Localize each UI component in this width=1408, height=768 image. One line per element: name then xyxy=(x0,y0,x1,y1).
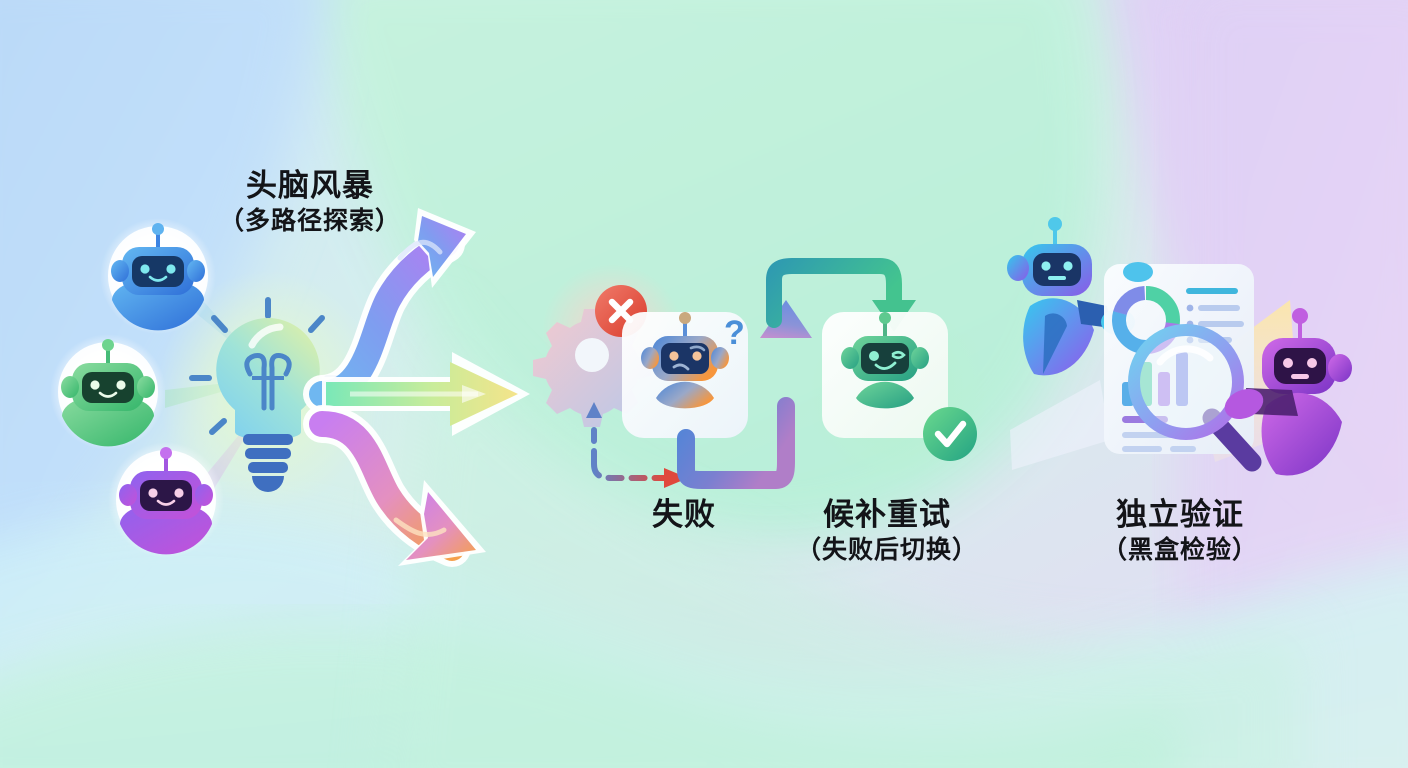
label-retry-title: 候补重试 xyxy=(823,497,951,532)
check-badge xyxy=(923,407,977,461)
label-retry: 候补重试 （失败后切换） xyxy=(792,497,982,566)
stage-validation xyxy=(1007,217,1352,476)
retry-card xyxy=(822,312,977,461)
bulb-base xyxy=(243,434,293,492)
label-brainstorm-title: 头脑风暴 xyxy=(246,168,374,203)
label-failure: 失败 xyxy=(620,497,748,534)
label-brainstorm-sub: （多路径探索） xyxy=(218,206,401,235)
label-failure-title: 失败 xyxy=(652,497,716,532)
stage-brainstorm xyxy=(50,208,530,567)
robot-avatar-blue xyxy=(100,218,216,334)
arrow-path-straight xyxy=(322,352,530,436)
arrow-path-down xyxy=(303,405,486,567)
robot-avatar-green xyxy=(50,334,166,450)
label-validation-sub: （黑盒检验） xyxy=(1101,535,1258,564)
failure-to-retry-connector xyxy=(677,397,795,489)
dashed-retry-hint xyxy=(586,402,688,488)
stage-retry xyxy=(760,258,990,484)
robot-winking xyxy=(841,312,929,409)
label-validation-title: 独立验证 xyxy=(1116,497,1244,532)
stage-failure: ? xyxy=(533,264,795,489)
magnifier-icon xyxy=(1128,324,1262,472)
robot-avatar-purple xyxy=(108,442,224,558)
robot-confused xyxy=(641,312,729,409)
failure-card: ? xyxy=(622,312,748,438)
question-mark-icon: ? xyxy=(724,314,745,352)
label-retry-sub: （失败后切换） xyxy=(795,535,978,564)
lightbulb-icon xyxy=(189,297,347,492)
robot-inspector-purple xyxy=(1224,308,1352,476)
switch-arrow-up xyxy=(760,300,812,460)
beam-left xyxy=(1010,380,1110,470)
label-validation: 独立验证 （黑盒检验） xyxy=(1085,497,1275,566)
label-brainstorm: 头脑风暴 （多路径探索） xyxy=(180,168,440,237)
